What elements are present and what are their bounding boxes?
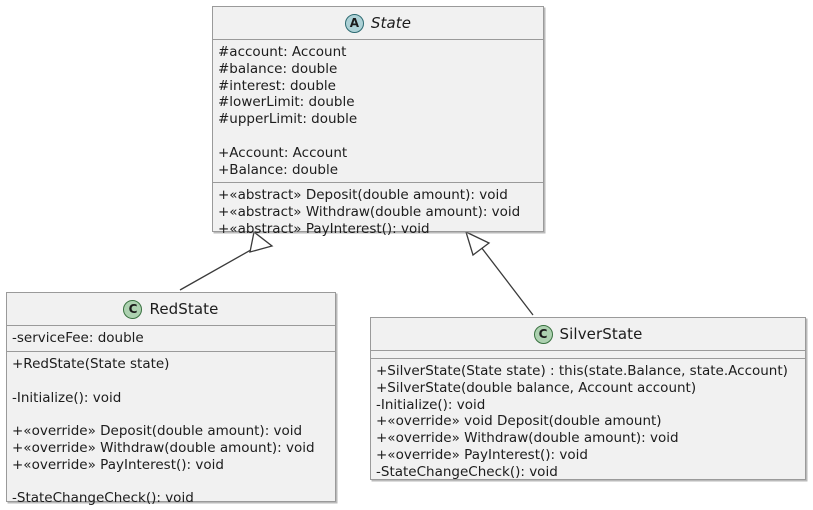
- attribute-separator-blank: [218, 128, 538, 145]
- attributes-compartment-silverstate: [371, 351, 805, 359]
- attribute-row: #interest: double: [218, 77, 336, 94]
- method-row: +«override» void Deposit(double amount): [376, 413, 662, 430]
- class-box-state[interactable]: A State #account: Account #balance: doub…: [212, 6, 544, 237]
- method-row: -StateChangeCheck(): void: [376, 463, 558, 480]
- method-row: +«override» PayInterest(): void: [376, 446, 588, 463]
- methods-compartment-state: +«abstract» Deposit(double amount): void…: [213, 183, 543, 242]
- class-header-silverstate: C SilverState: [371, 318, 805, 351]
- class-header-redstate: C RedState: [7, 293, 335, 326]
- methods-compartment-redstate: +RedState(State state) -Initialize(): vo…: [7, 352, 335, 510]
- method-row: +«override» Withdraw(double amount): voi…: [12, 439, 315, 456]
- abstract-class-icon: A: [344, 13, 364, 33]
- class-title-state: State: [370, 14, 412, 32]
- attribute-row: #balance: double: [218, 60, 338, 77]
- method-row: +«override» Withdraw(double amount): voi…: [376, 430, 679, 447]
- method-row: +RedState(State state): [12, 356, 170, 372]
- method-row: +«abstract» Deposit(double amount): void: [218, 187, 508, 203]
- method-row: +SilverState(double balance, Account acc…: [376, 379, 697, 396]
- method-row: -Initialize(): void: [376, 396, 486, 413]
- class-icon: C: [533, 324, 553, 344]
- method-row: +SilverState(State state) : this(state.B…: [376, 363, 788, 379]
- class-icon: C: [123, 299, 143, 319]
- class-header-state: A State: [213, 7, 543, 40]
- methods-compartment-silverstate: +SilverState(State state) : this(state.B…: [371, 359, 805, 486]
- method-row: +«abstract» Withdraw(double amount): voi…: [218, 203, 521, 220]
- attribute-row: #upperLimit: double: [218, 111, 358, 128]
- class-title-silverstate: SilverState: [559, 325, 643, 343]
- class-box-silverstate[interactable]: C SilverState +SilverState(State state) …: [370, 317, 806, 480]
- attribute-row: +Balance: double: [218, 161, 339, 178]
- method-separator-blank: [12, 373, 330, 390]
- attribute-row: -serviceFee: double: [12, 330, 144, 346]
- method-row: +«override» Deposit(double amount): void: [12, 423, 303, 440]
- attributes-compartment-redstate: -serviceFee: double: [7, 326, 335, 352]
- method-row: -StateChangeCheck(): void: [12, 490, 194, 507]
- generalization-silverstate-to-state: [464, 230, 534, 316]
- method-separator-blank: [12, 406, 330, 423]
- method-row: +«override» PayInterest(): void: [12, 456, 224, 473]
- class-box-redstate[interactable]: C RedState -serviceFee: double +RedState…: [6, 292, 336, 506]
- class-title-redstate: RedState: [149, 300, 219, 318]
- attribute-row: +Account: Account: [218, 144, 348, 161]
- method-row: +«abstract» PayInterest(): void: [218, 220, 430, 237]
- method-row: -Initialize(): void: [12, 389, 122, 406]
- method-separator-blank: [12, 474, 330, 491]
- attributes-compartment-state: #account: Account #balance: double #inte…: [213, 40, 543, 183]
- attribute-row: #account: Account: [218, 44, 347, 60]
- attribute-row: #lowerLimit: double: [218, 94, 355, 111]
